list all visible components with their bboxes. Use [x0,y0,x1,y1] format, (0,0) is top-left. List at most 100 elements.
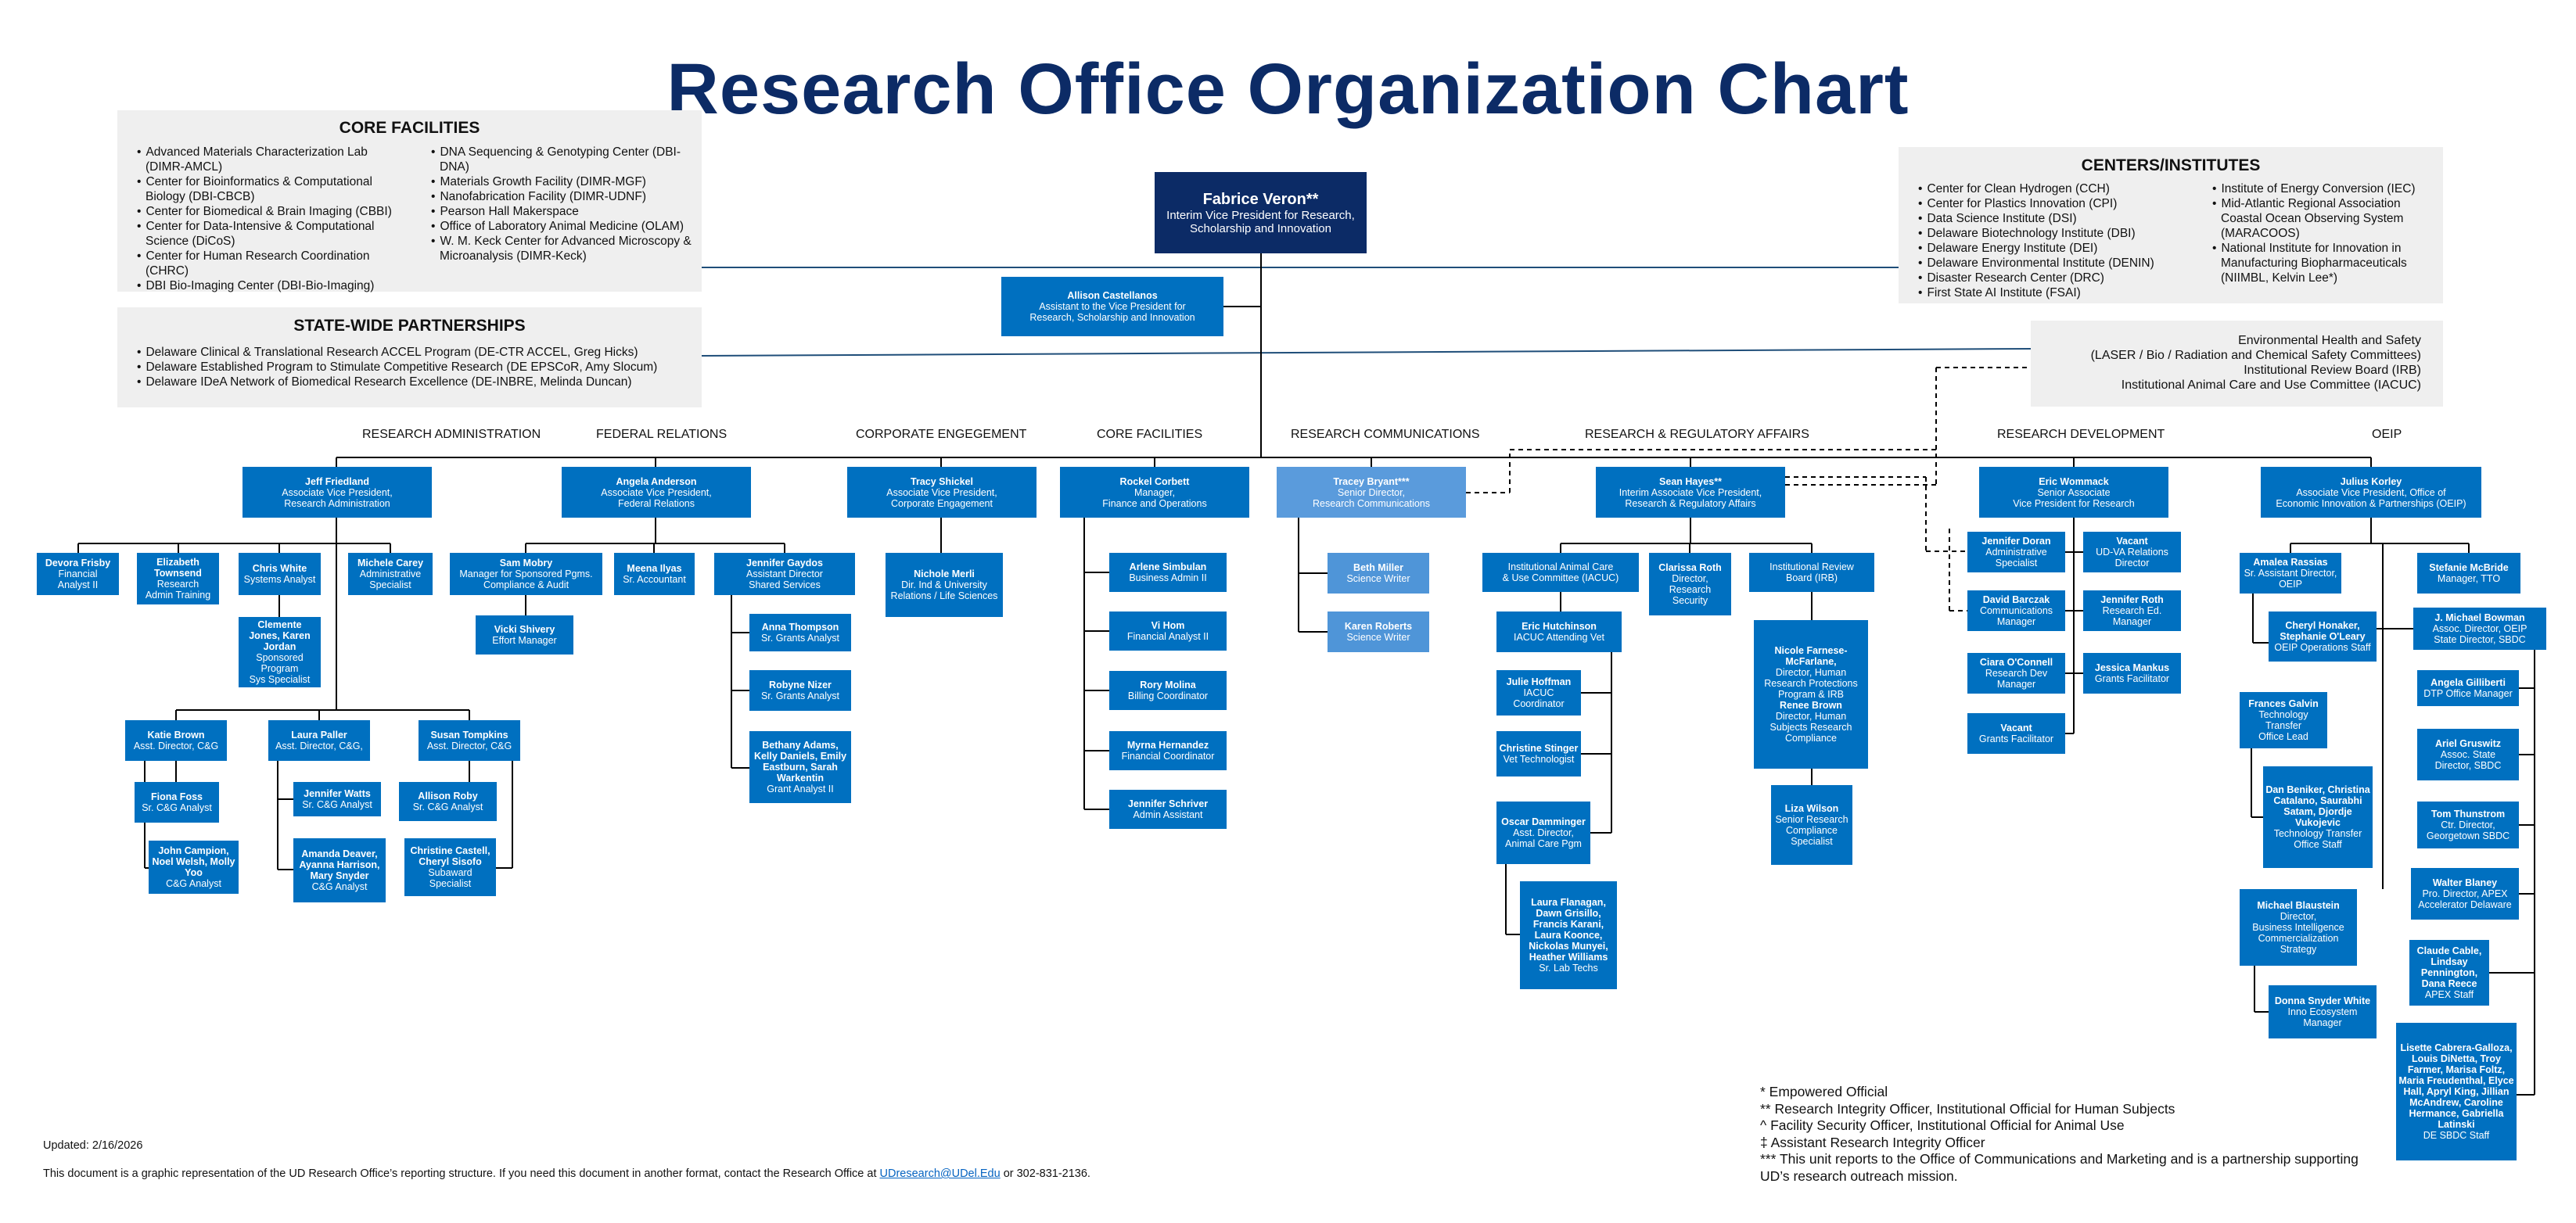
person-name: Susan Tompkins [430,730,508,741]
role-line: Director, Human Research Protections Pro… [1764,667,1858,700]
role-line: Admin Training [145,590,211,601]
person-name: Clarissa Roth [1658,562,1722,573]
role-line: Sr. C&G Analyst [412,802,483,812]
role-line: Associate Vice President, Office of [2296,486,2446,498]
statewide-heading: STATE-WIDE PARTNERSHIPS [293,317,526,335]
list-item: DBI Bio-Imaging Center (DBI-Bio-Imaging) [133,278,407,293]
role-line: Sr. C&G Analyst [302,799,372,810]
list-item: Nanofabrication Facility (DIMR-UDNF) [427,189,693,204]
list-item: Office of Laboratory Animal Medicine (OL… [427,219,693,234]
role-line: Specialist [1791,836,1833,847]
list-item: First State AI Institute (FSAI) [1914,285,2196,300]
role-line: APEX Staff [2424,989,2474,1000]
person-name: Arlene Simbulan [1129,561,1207,572]
person-name: Laura Flanagan, Dawn Grisillo, Francis K… [1529,897,1608,963]
role-line: Specialist [429,878,472,889]
role-line: Director, [2280,911,2317,922]
org-box-beniker: Dan Beniker, Christina Catalano, Saurabh… [2263,766,2373,868]
footer-phone: or 302-831-2136. [1000,1167,1090,1180]
org-box-deaver: Amanda Deaver, Ayanna Harrison, Mary Sny… [293,838,386,902]
person-name: Jennifer Doran [1981,536,2051,547]
list-item: Delaware Established Program to Stimulat… [133,360,696,375]
person-name: Michael Blaustein [2257,900,2340,911]
role-line: Research Ed. [2102,605,2162,616]
person-name: Frances Galvin [2248,698,2319,709]
role-line: Specialist [1995,558,2038,568]
role-line: Manager for Sponsored Pgms. [459,568,593,579]
role-line: Scholarship and Innovation [1190,222,1331,235]
legend-line: ** Research Integrity Officer, Instituti… [1760,1100,2175,1117]
role-line: Financial Coordinator [1121,751,1215,762]
person-name: Jennifer Roth [2100,594,2164,605]
statewide-list: Delaware Clinical & Translational Resear… [133,345,696,389]
role-line: Senior Associate [2037,486,2111,498]
legend-line: ‡ Assistant Research Integrity Officer [1760,1134,1985,1150]
role-line: Commercialization [2258,933,2339,944]
role-line: Manager, [1134,486,1176,498]
list-item: DNA Sequencing & Genotyping Center (DBI-… [427,145,693,174]
email-link[interactable]: UDresearch@UDel.Edu [879,1167,1001,1180]
role-line: Communications [1979,605,2053,616]
list-item: W. M. Keck Center for Advanced Microscop… [427,234,693,264]
person-name: Clemente Jones, Karen Jordan [249,619,311,652]
role-line: Assistant to the Vice President for [1039,301,1186,312]
person-name: Amanda Deaver, Ayanna Harrison, Mary Sny… [299,848,380,881]
role-line: Admin Assistant [1133,809,1203,820]
legend-line: *** This unit reports to the Office of C… [1760,1151,2359,1167]
person-name: Nichole Merli [914,568,975,579]
section-core-facilities: CORE FACILITIES [1097,428,1203,441]
role-line: Ctr. Director, [2441,820,2495,830]
list-item: Center for Human Research Coordination (… [133,249,407,278]
role-line: Science Writer [1346,573,1410,584]
footer-note: This document is a graphic representatio… [43,1167,1090,1180]
role-line: Georgetown SBDC [2426,830,2510,841]
role-line: Relations / Life Sciences [890,590,998,601]
role-line: Transfer [2265,720,2302,731]
role-line: Manager [1996,679,2036,690]
org-box-adams: Bethany Adams, Kelly Daniels, Emily East… [749,731,851,803]
org-box-cabrera: Lisette Cabrera-Galloza, Louis DiNetta, … [2396,1023,2517,1160]
org-box-farnese: Nicole Farnese-McFarlane,Director, Human… [1754,620,1868,769]
page-title: Research Office Organization Chart [666,49,1910,129]
section-corporate-engagement: CORPORATE ENGEGEMENT [856,428,1027,441]
role-line: Sys Specialist [249,674,311,685]
person-name: Julius Korley [2340,475,2402,487]
centers-institutes-panel: CENTERS/INSTITUTES Center for Clean Hydr… [1899,147,2443,303]
core-facilities-heading: CORE FACILITIES [339,119,480,137]
section-regulatory-affairs: RESEARCH & REGULATORY AFFAIRS [1585,428,1809,441]
legend-line: ^ Facility Security Officer, Institution… [1760,1117,2125,1133]
person-name: Elizabeth Townsend [154,557,202,579]
person-name: Karen Roberts [1344,621,1413,632]
list-item: Disaster Research Center (DRC) [1914,271,2196,285]
person-name: Rory Molina [1140,680,1196,690]
centers-heading: CENTERS/INSTITUTES [2081,156,2261,174]
person-name: Tom Thunstrom [2430,809,2506,820]
person-name: Michele Carey [357,558,424,568]
list-item: Materials Growth Facility (DIMR-MGF) [427,174,693,189]
core-facilities-list-right: DNA Sequencing & Genotyping Center (DBI-… [427,145,693,264]
org-box-iacuc: Institutional Animal Care& Use Committee… [1482,553,1639,592]
role-line: Science Writer [1346,632,1410,643]
role-line: Vice President for Research [2013,497,2135,509]
role-line: Analyst II [57,579,99,590]
person-name: Walter Blaney [2432,877,2498,888]
role-line: OEIP Operations Staff [2274,642,2371,653]
person-name: Robyne Nizer [769,680,832,690]
